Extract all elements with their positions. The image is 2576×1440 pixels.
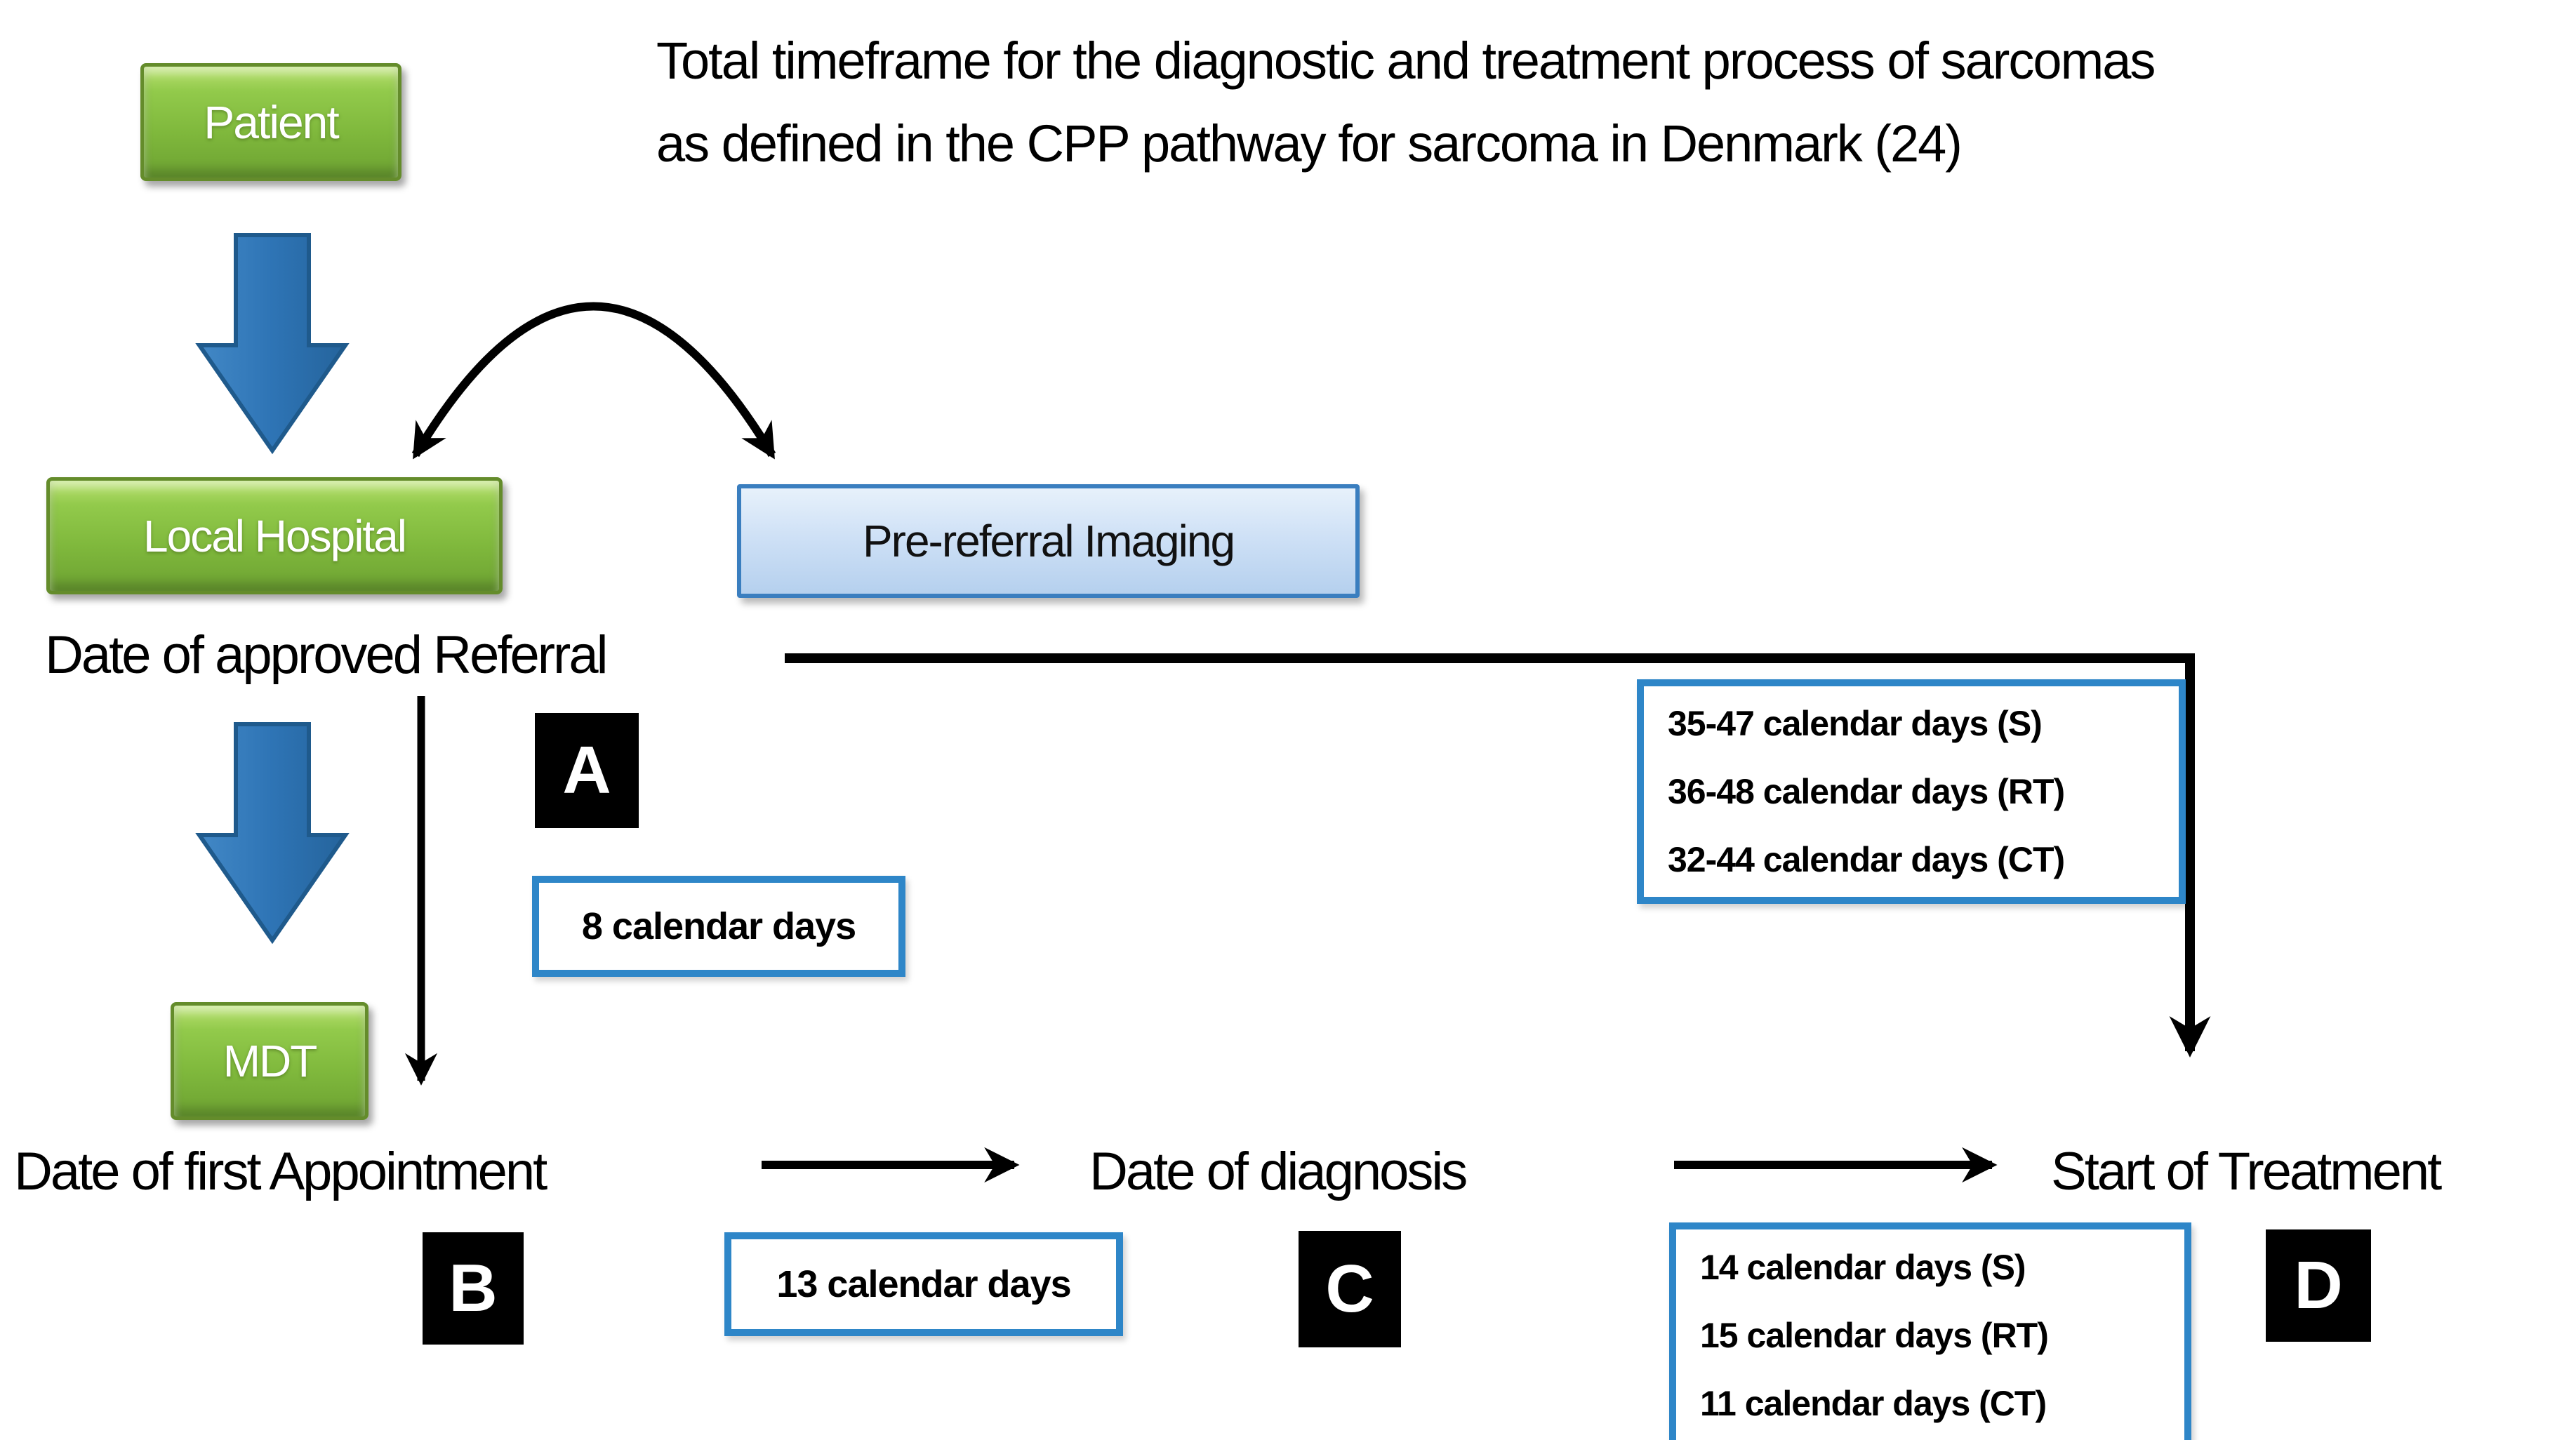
referral-to-mdt-arrow <box>195 722 350 945</box>
node-pre-referral-imaging: Pre-referral Imaging <box>737 484 1360 598</box>
duration-diagnosis-to-treatment-line-ct: 11 calendar days (CT) <box>1700 1383 2047 1423</box>
interval-marker-b: B <box>423 1232 524 1345</box>
node-mdt-label: MDT <box>223 1036 318 1086</box>
node-local-hospital: Local Hospital <box>46 477 503 594</box>
node-mdt: MDT <box>171 1002 369 1120</box>
duration-diagnosis-to-treatment: 14 calendar days (S) 15 calendar days (R… <box>1669 1222 2191 1440</box>
arc-hospital-imaging-arrow <box>411 302 776 460</box>
title-line-2: as defined in the CPP pathway for sarcom… <box>656 114 1963 173</box>
diagram-title: Total timeframe for the diagnostic and t… <box>656 20 2156 185</box>
duration-referral-to-treatment: 35-47 calendar days (S) 36-48 calendar d… <box>1637 679 2186 904</box>
duration-diagnosis-to-treatment-line-s: 14 calendar days (S) <box>1700 1247 2026 1287</box>
duration-referral-to-treatment-line-ct: 32-44 calendar days (CT) <box>1668 839 2065 879</box>
milestone-first-appointment: Date of first Appointment <box>14 1142 547 1201</box>
milestone-treatment-start: Start of Treatment <box>2051 1142 2442 1201</box>
node-local-hospital-label: Local Hospital <box>143 510 407 561</box>
interval-marker-d: D <box>2266 1229 2371 1342</box>
duration-appointment-to-diagnosis: 13 calendar days <box>724 1232 1123 1336</box>
node-patient-label: Patient <box>204 96 339 148</box>
interval-marker-a: A <box>535 713 639 828</box>
duration-appointment-to-diagnosis-text: 13 calendar days <box>776 1263 1071 1305</box>
node-patient: Patient <box>140 63 401 181</box>
milestone-diagnosis: Date of diagnosis <box>1089 1142 1468 1201</box>
duration-referral-to-appointment: 8 calendar days <box>532 876 905 977</box>
patient-to-hospital-arrow <box>195 233 350 455</box>
duration-referral-to-treatment-line-s: 35-47 calendar days (S) <box>1668 703 2043 743</box>
duration-diagnosis-to-treatment-line-rt: 15 calendar days (RT) <box>1700 1315 2049 1355</box>
interval-marker-c: C <box>1299 1231 1401 1347</box>
milestone-approved-referral: Date of approved Referral <box>45 625 608 685</box>
duration-referral-to-appointment-text: 8 calendar days <box>581 905 856 947</box>
node-pre-referral-imaging-label: Pre-referral Imaging <box>862 516 1235 566</box>
referral-to-treatment-arrow <box>785 653 2211 1058</box>
duration-referral-to-treatment-line-rt: 36-48 calendar days (RT) <box>1668 771 2065 811</box>
title-line-1: Total timeframe for the diagnostic and t… <box>656 32 2156 90</box>
